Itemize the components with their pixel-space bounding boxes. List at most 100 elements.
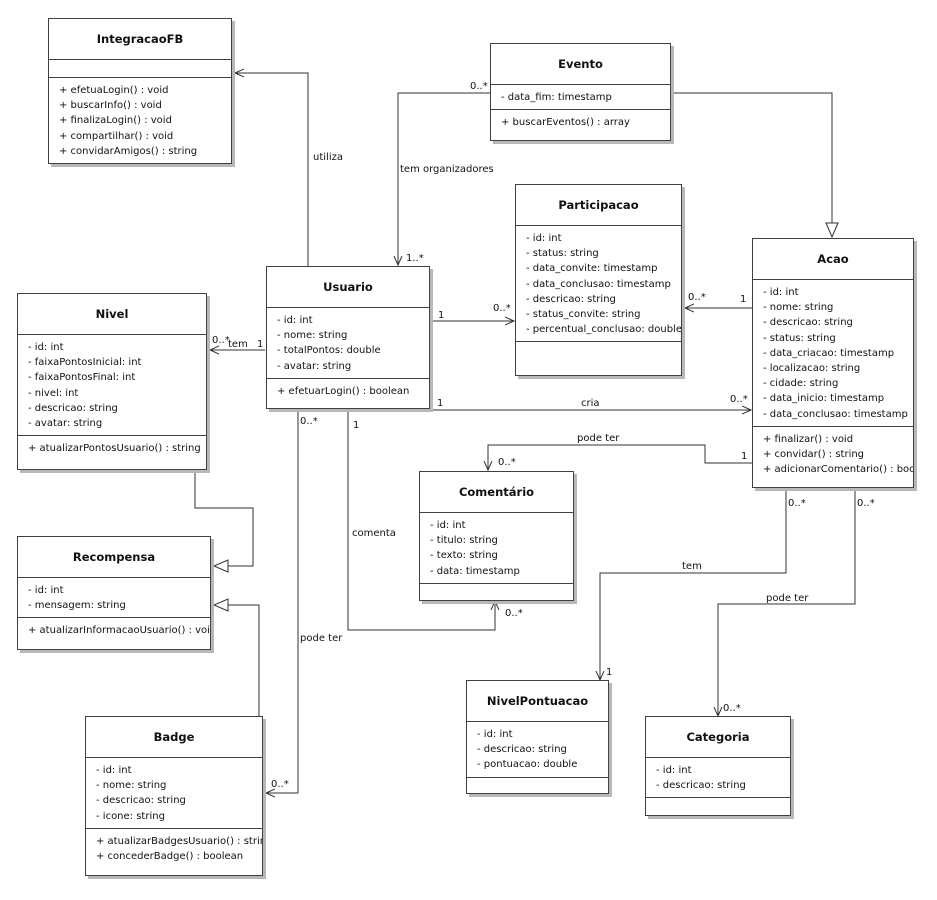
mult-acao-pontuacao: 0..*	[788, 498, 806, 509]
edge-tem-pontuacao	[600, 488, 787, 680]
attributes-compartment: - id: int- status: string- data_convite:…	[516, 226, 681, 343]
operation-row: + convidarAmigos() : string	[59, 145, 198, 157]
operations-compartment: + efetuarLogin() : boolean	[267, 379, 429, 403]
class-participacao[interactable]: Participacao- id: int- status: string- d…	[515, 184, 682, 376]
mult-usuario-comenta: 1	[353, 420, 359, 431]
label-cria: cria	[581, 398, 600, 409]
edge-badge-recompensa-generalization	[214, 605, 260, 716]
edge-evento-acao-generalization	[672, 92, 832, 237]
edge-tem-organizadores	[398, 92, 490, 265]
attributes-compartment: - id: int- nome: string- totalPontos: do…	[267, 308, 429, 379]
attribute-row: - descricao: string	[763, 317, 853, 329]
class-name: NivelPontuacao	[467, 681, 608, 722]
mult-participacao-usr: 0..*	[493, 303, 511, 314]
attributes-compartment: - id: int- nome: string- descricao: stri…	[86, 758, 262, 829]
edge-pode-ter-categoria	[718, 488, 856, 716]
class-integracaofb[interactable]: IntegracaoFB+ efetuaLogin() : void+ busc…	[48, 18, 232, 164]
attribute-row: - data_inicio: timestamp	[763, 393, 885, 405]
label-pode-ter-badge: pode ter	[300, 633, 343, 644]
attribute-row: - id: int	[277, 315, 313, 326]
attribute-row: - status: string	[526, 248, 599, 260]
class-name: Badge	[86, 717, 262, 758]
label-comenta: comenta	[352, 528, 396, 539]
operations-compartment	[467, 778, 608, 795]
edge-utiliza	[235, 73, 309, 266]
class-badge[interactable]: Badge- id: int- nome: string- descricao:…	[85, 716, 263, 876]
class-usuario[interactable]: Usuario- id: int- nome: string- totalPon…	[266, 266, 430, 409]
attribute-row: - descricao: string	[477, 744, 567, 756]
attribute-row: - titulo: string	[430, 535, 498, 547]
attribute-row: - data_criacao: timestamp	[763, 347, 895, 359]
class-name: Evento	[491, 44, 670, 85]
attribute-row: - texto: string	[430, 550, 498, 562]
class-comentario[interactable]: Comentário- id: int- titulo: string- tex…	[419, 471, 574, 601]
attribute-row: - faixaPontosInicial: int	[28, 357, 142, 369]
attribute-row: - id: int	[477, 729, 513, 740]
attribute-row: - pontuacao: double	[477, 759, 578, 771]
operation-row: + efetuaLogin() : void	[59, 85, 169, 96]
operation-row: + finalizar() : void	[763, 433, 854, 445]
mult-acao-cria: 0..*	[730, 394, 748, 405]
operation-row: + concederBadge() : boolean	[96, 850, 244, 862]
class-name: Recompensa	[18, 537, 210, 578]
class-name: Categoria	[646, 717, 790, 758]
attribute-row: - data_convite: timestamp	[526, 263, 658, 275]
attribute-row: - descricao: string	[28, 402, 118, 414]
attribute-row: - descricao: string	[656, 780, 746, 792]
mult-evento-org: 0..*	[470, 81, 488, 92]
attribute-row: - status: string	[763, 332, 836, 344]
mult-usuario-nivel: 1	[257, 339, 263, 350]
attributes-compartment: - data_fim: timestamp	[491, 85, 670, 111]
attribute-row: - data_fim: timestamp	[501, 92, 612, 103]
label-utiliza: utiliza	[313, 152, 343, 163]
label-pode-ter-categoria: pode ter	[766, 593, 809, 604]
class-evento[interactable]: Evento - data_fim: timestamp + buscarEvent…	[490, 43, 671, 141]
mult-acao-comentario: 1	[741, 451, 747, 462]
attribute-row: - status_convite: string	[526, 308, 641, 320]
attribute-row: - totalPontos: double	[277, 345, 381, 357]
attribute-row: - descricao: string	[96, 795, 186, 807]
mult-comentario-acao: 0..*	[498, 457, 516, 468]
class-nivelpontuacao[interactable]: NivelPontuacao - id: int - descricao: stri…	[466, 680, 609, 794]
mult-categoria: 0..*	[723, 703, 741, 714]
edge-comenta	[347, 409, 495, 631]
attribute-row: - percentual_conclusao: double	[526, 324, 681, 336]
operations-compartment	[420, 584, 573, 601]
operation-row: + adicionarComentario() : bool...	[763, 464, 913, 476]
operations-compartment: + atualizarPontosUsuario() : string	[18, 436, 206, 460]
attribute-row: - nivel: int	[28, 387, 79, 399]
attribute-row: - nome: string	[763, 302, 834, 314]
mult-nivel-usr: 0..*	[212, 335, 230, 346]
class-categoria[interactable]: Categoria - id: int - descricao: string	[645, 716, 791, 816]
attribute-row: - localizacao: string	[763, 362, 861, 374]
operation-row: + buscarEventos() : array	[501, 117, 630, 129]
class-acao[interactable]: Acao - id: int - nome: string - descricao: …	[752, 238, 914, 488]
mult-usuario-badge: 0..*	[300, 416, 318, 427]
class-recompensa[interactable]: Recompensa- id: int- mensagem: string+ a…	[17, 536, 211, 650]
attribute-row: - avatar: string	[28, 417, 103, 429]
class-name: Acao	[753, 239, 913, 280]
operations-compartment: + atualizarBadgesUsuario() : string+ con…	[86, 829, 262, 868]
attributes-compartment	[49, 60, 231, 78]
attribute-row: - id: int	[763, 287, 799, 298]
attribute-row: - data_conclusao: timestamp	[763, 408, 908, 420]
attributes-compartment: - id: int - titulo: string - texto: string…	[420, 513, 573, 584]
mult-usuario-part: 1	[438, 310, 444, 321]
mult-nivelpontuacao: 1	[606, 667, 612, 678]
operation-row: + compartilhar() : void	[59, 130, 174, 142]
attribute-row: - data: timestamp	[430, 565, 520, 577]
label-pode-ter-comentario: pode ter	[577, 433, 620, 444]
attribute-row: - id: int	[656, 765, 692, 776]
attribute-row: - id: int	[96, 765, 132, 776]
attribute-row: - icone: string	[96, 810, 165, 822]
attribute-row: - id: int	[28, 342, 64, 353]
operations-compartment: + atualizarInformacaoUsuario() : void	[18, 618, 210, 642]
mult-usuario-cria: 1	[437, 398, 443, 409]
operation-row: + buscarInfo() : void	[59, 100, 162, 112]
attribute-row: - id: int	[28, 585, 64, 596]
attribute-row: - faixaPontosFinal: int	[28, 372, 136, 384]
attributes-compartment: - id: int - faixaPontosInicial: int - faix…	[18, 335, 206, 437]
class-nivel[interactable]: Nivel- id: int- faixaPontosInicial: int-…	[17, 293, 207, 470]
attribute-row: - id: int	[430, 520, 466, 531]
